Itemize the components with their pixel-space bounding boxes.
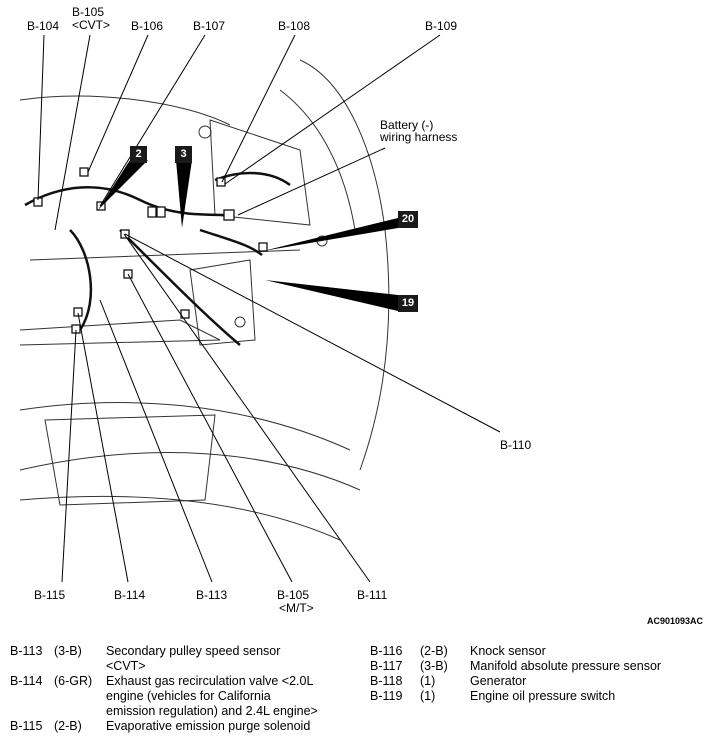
legend-code: B-117 [370,659,403,673]
legend-right: B-116 (2-B) Knock sensor B-117 (3-B) Man… [370,644,661,704]
engine-bay-drawing [19,34,501,583]
badge-20: 20 [398,211,418,228]
callout-b104: B-104 [27,19,60,33]
legend-connector: (2-B) [54,719,82,733]
legend-connector: (6-GR) [54,674,93,688]
callout-b105-cvt-code: B-105 [72,5,105,19]
legend-row: B-117 (3-B) Manifold absolute pressure s… [370,659,661,674]
callout-b108: B-108 [278,19,311,33]
legend-description: Manifold absolute pressure sensor [470,659,662,673]
legend-description: Generator [470,674,527,688]
legend-description: Exhaust gas recirculation valve <2.0L en… [106,674,318,718]
badge-2: 2 [130,146,147,163]
callout-b111: B-111 [357,588,388,602]
legend-row: B-114 (6-GR) Exhaust gas recirculation v… [10,674,366,719]
legend-connector: (1) [420,689,436,703]
figure-id: AC901093AC [646,616,703,626]
callout-b115: B-115 [34,588,66,602]
legend-description: Knock sensor [470,644,546,658]
callout-b114: B-114 [114,588,146,602]
badge-19: 19 [398,295,418,312]
legend-connector: (3-B) [420,659,448,673]
legend-row: B-113 (3-B) Secondary pulley speed senso… [10,644,366,674]
callout-battery-line1: Battery (-) [380,118,434,132]
legend-description: Secondary pulley speed sensor <CVT> [106,644,281,673]
legend-row: B-119 (1) Engine oil pressure switch [370,689,661,704]
callout-b107: B-107 [193,19,226,33]
legend-code: B-114 [10,674,43,688]
legend-left: B-113 (3-B) Secondary pulley speed senso… [10,644,366,734]
legend-code: B-113 [10,644,43,658]
callout-b105-cvt-note: <CVT> [72,18,111,32]
legend-code: B-119 [370,689,403,703]
legend-connector: (3-B) [54,644,82,658]
legend-connector: (2-B) [420,644,448,658]
callout-b105-mt-code: B-105 [277,588,310,602]
legend-description: Engine oil pressure switch [470,689,616,703]
legend-description: Evaporative emission purge solenoid [106,719,311,733]
callout-b105-mt-note: <M/T> [279,601,314,615]
legend-code: B-116 [370,644,403,658]
legend-row: B-115 (2-B) Evaporative emission purge s… [10,719,366,734]
callout-b113: B-113 [196,588,228,602]
legend-code: B-115 [10,719,43,733]
callout-b109: B-109 [425,19,458,33]
legend-row: B-118 (1) Generator [370,674,661,689]
legend-connector: (1) [420,674,436,688]
legend-row: B-116 (2-B) Knock sensor [370,644,661,659]
callout-b110: B-110 [500,438,532,452]
engine-bay-diagram: B-104 B-105 <CVT> B-106 B-107 B-108 B-10… [19,5,532,615]
callout-battery-line2: wiring harness [380,130,458,144]
legend-code: B-118 [370,674,403,688]
callout-b106: B-106 [131,19,164,33]
badge-3: 3 [175,146,192,163]
